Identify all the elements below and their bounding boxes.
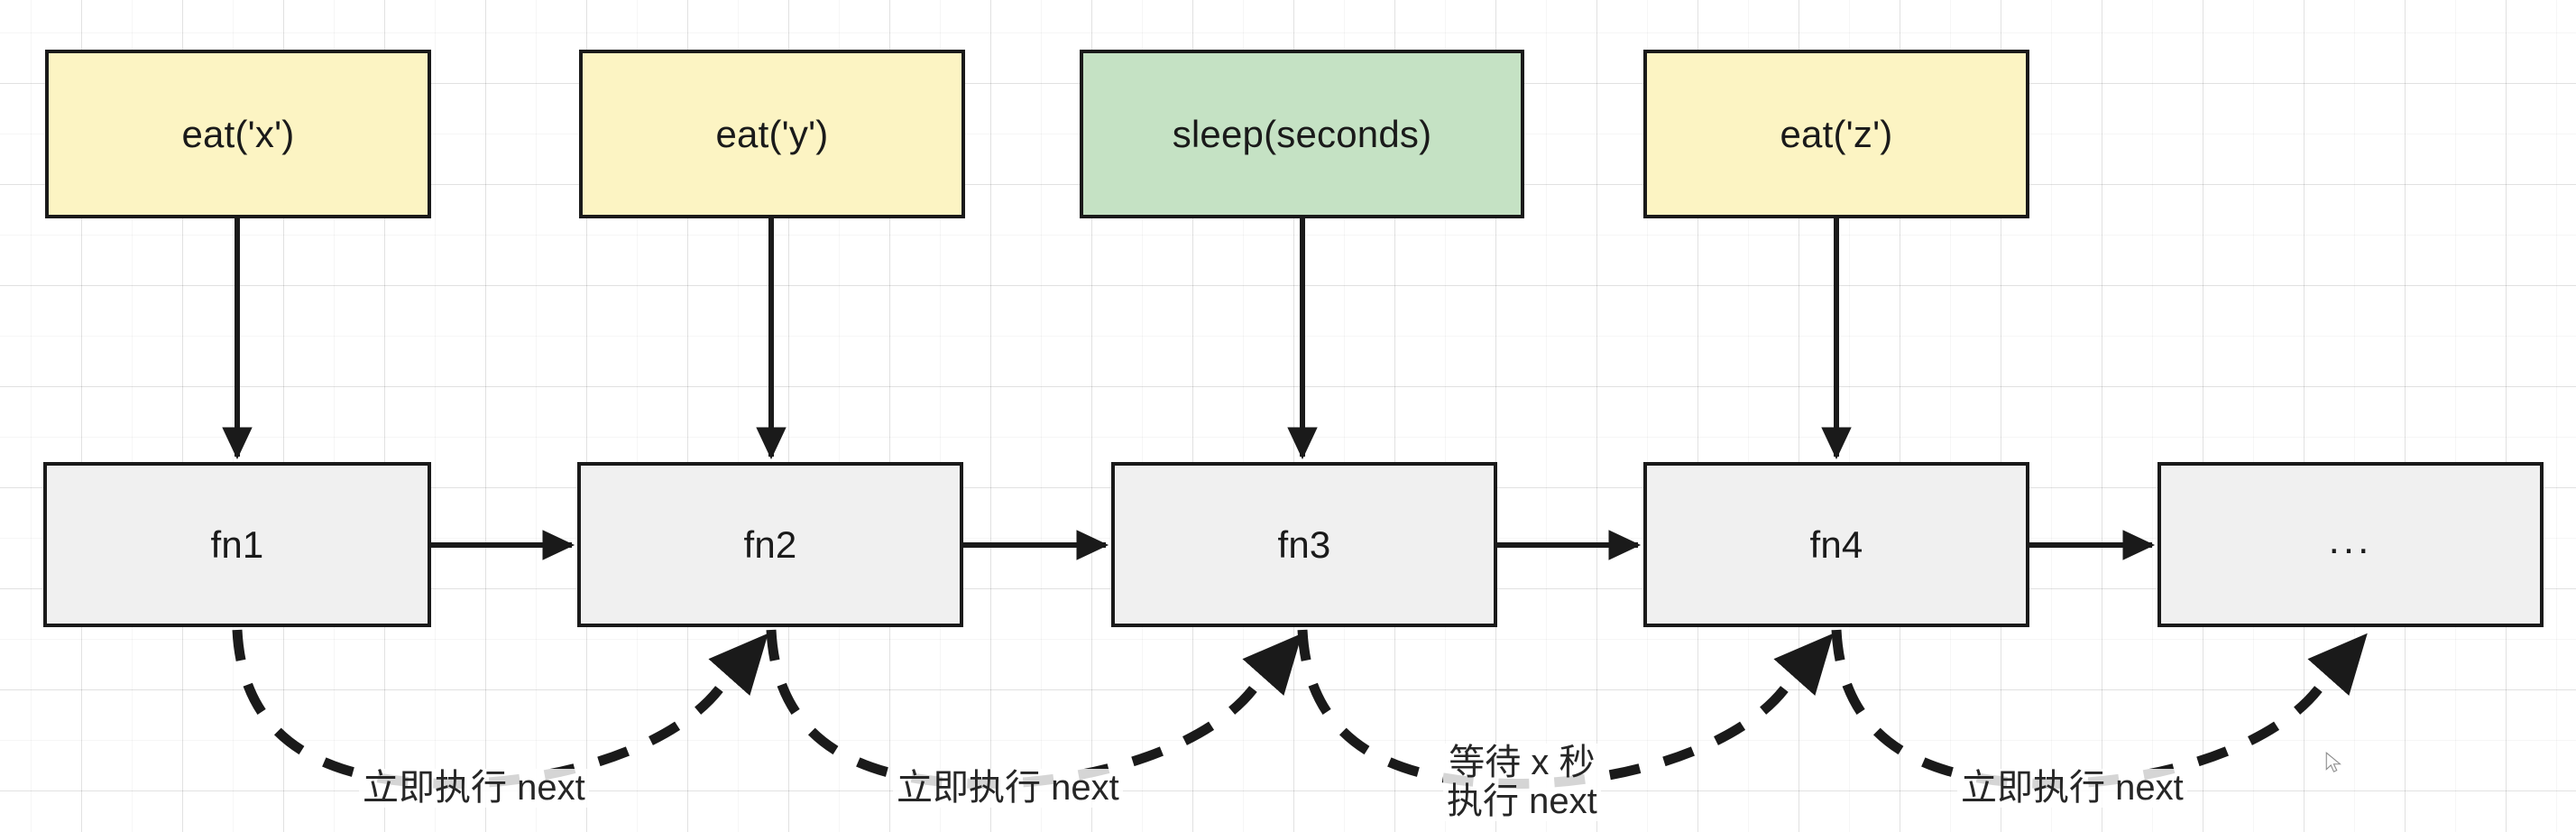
node-fn1[interactable]: fn1 — [43, 462, 431, 627]
node-eat-z-label: eat('z') — [1780, 112, 1893, 155]
node-fn3-label: fn3 — [1277, 522, 1331, 566]
node-fn4[interactable]: fn4 — [1643, 462, 2029, 627]
node-fn1-label: fn1 — [210, 522, 264, 566]
node-more-label: ... — [2328, 517, 2373, 562]
node-eat-x[interactable]: eat('x') — [45, 50, 431, 218]
callback-label-fn4-more: 立即执行 next — [1957, 768, 2187, 809]
vertical-connectors — [222, 218, 1852, 460]
node-fn2-label: fn2 — [743, 522, 797, 566]
node-fn2[interactable]: fn2 — [577, 462, 963, 627]
callback-label-fn3-fn4: 等待 x 秒 执行 next — [1443, 743, 1601, 822]
node-fn4-label: fn4 — [1809, 522, 1863, 566]
node-fn3[interactable]: fn3 — [1111, 462, 1497, 627]
node-eat-x-label: eat('x') — [181, 112, 295, 155]
node-eat-y-label: eat('y') — [715, 112, 829, 155]
callback-label-fn2-fn3: 立即执行 next — [893, 768, 1123, 809]
node-sleep[interactable]: sleep(seconds) — [1080, 50, 1524, 218]
callback-label-fn1-fn2: 立即执行 next — [359, 768, 589, 809]
node-more[interactable]: ... — [2157, 462, 2544, 627]
callback-fn2-to-fn3 — [766, 629, 1303, 790]
callback-connectors — [232, 629, 2369, 790]
node-sleep-label: sleep(seconds) — [1172, 112, 1432, 155]
callback-fn4-to-more — [1831, 629, 2369, 790]
node-eat-y[interactable]: eat('y') — [579, 50, 965, 218]
callback-fn1-to-fn2 — [232, 629, 769, 790]
node-eat-z[interactable]: eat('z') — [1643, 50, 2029, 218]
